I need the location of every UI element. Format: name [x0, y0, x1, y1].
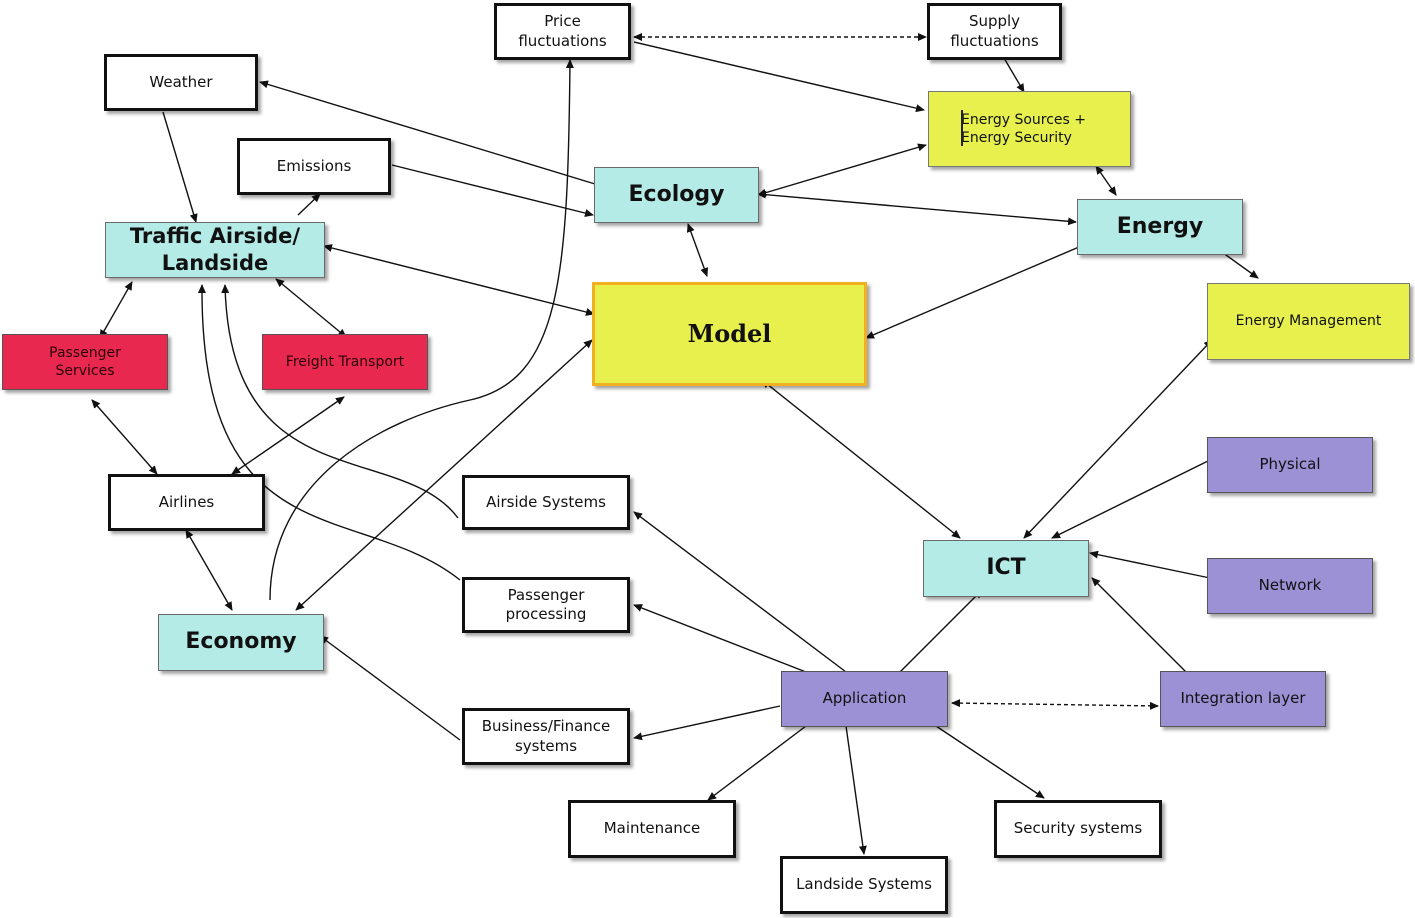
node-passenger-processing: Passenger processing [462, 577, 630, 633]
node-supply-fluctuations: Supply fluctuations [927, 3, 1062, 60]
edge-ecology-weather [259, 80, 596, 185]
edge-energy-model [865, 243, 1087, 339]
node-energy-sources: Energy Sources + Energy Security [928, 91, 1131, 167]
edge-application-passengerprocessing [633, 604, 807, 673]
node-ict: ICT [923, 540, 1089, 597]
edge-passengerservices-airlines [91, 399, 158, 475]
node-traffic: Traffic Airside/ Landside [105, 222, 325, 278]
node-energy: Energy [1077, 199, 1243, 255]
edge-physical-ict [1051, 459, 1211, 539]
edge-model-ict [761, 379, 961, 539]
node-energy-management: Energy Management [1207, 283, 1410, 360]
node-model: Model [592, 282, 867, 386]
node-emissions: Emissions [237, 138, 391, 195]
edge-passengerprocessing-traffic [197, 284, 461, 581]
node-maintenance: Maintenance [568, 800, 736, 858]
node-freight-transport: Freight Transport [262, 334, 428, 390]
edge-traffic-passengerservices [99, 281, 133, 339]
edge-application-landside [845, 725, 867, 855]
edge-energysources-ecology [757, 143, 927, 197]
edge-integration-ict [1091, 577, 1187, 673]
edge-airlines-economy [185, 529, 233, 611]
node-weather: Weather [104, 54, 258, 111]
edge-application-security [935, 725, 1045, 799]
edge-economy-model [295, 339, 593, 611]
edge-application-integration [951, 699, 1159, 710]
node-ecology: Ecology [594, 167, 759, 223]
edge-business-economy [319, 635, 461, 741]
edge-network-ict [1089, 550, 1211, 579]
edge-application-ict [899, 589, 983, 673]
edge-application-airside [633, 511, 847, 673]
node-physical: Physical [1207, 437, 1373, 493]
node-integration-layer: Integration layer [1160, 671, 1326, 727]
node-price-fluctuations: Price fluctuations [494, 3, 631, 60]
edge-application-maintenance [707, 725, 807, 801]
edge-supply-energysources [1003, 57, 1025, 93]
node-economy: Economy [158, 614, 324, 671]
edge-traffic-emissions [297, 193, 321, 216]
edge-traffic-freight [275, 278, 347, 338]
node-application: Application [781, 671, 948, 727]
edge-energysources-energy [1095, 165, 1117, 196]
edge-traffic-model [323, 244, 595, 316]
edge-airlines-freight [231, 396, 345, 475]
edge-emissions-ecology [391, 164, 594, 217]
edge-weather-traffic [162, 111, 198, 223]
edge-ict-energymanagement [1023, 339, 1213, 539]
edge-application-business [633, 705, 781, 741]
node-security-systems: Security systems [994, 800, 1162, 858]
node-business-finance: Business/Finance systems [462, 708, 630, 765]
edge-airside-traffic [221, 284, 459, 519]
edge-ecology-model [686, 223, 709, 277]
node-network: Network [1207, 558, 1373, 614]
edge-price-energysources [633, 41, 925, 113]
node-airlines: Airlines [108, 474, 265, 531]
node-landside-systems: Landside Systems [780, 856, 948, 914]
node-passenger-services: Passenger Services [2, 334, 168, 390]
edge-ecology-energy [757, 190, 1077, 226]
node-airside-systems: Airside Systems [462, 475, 630, 530]
